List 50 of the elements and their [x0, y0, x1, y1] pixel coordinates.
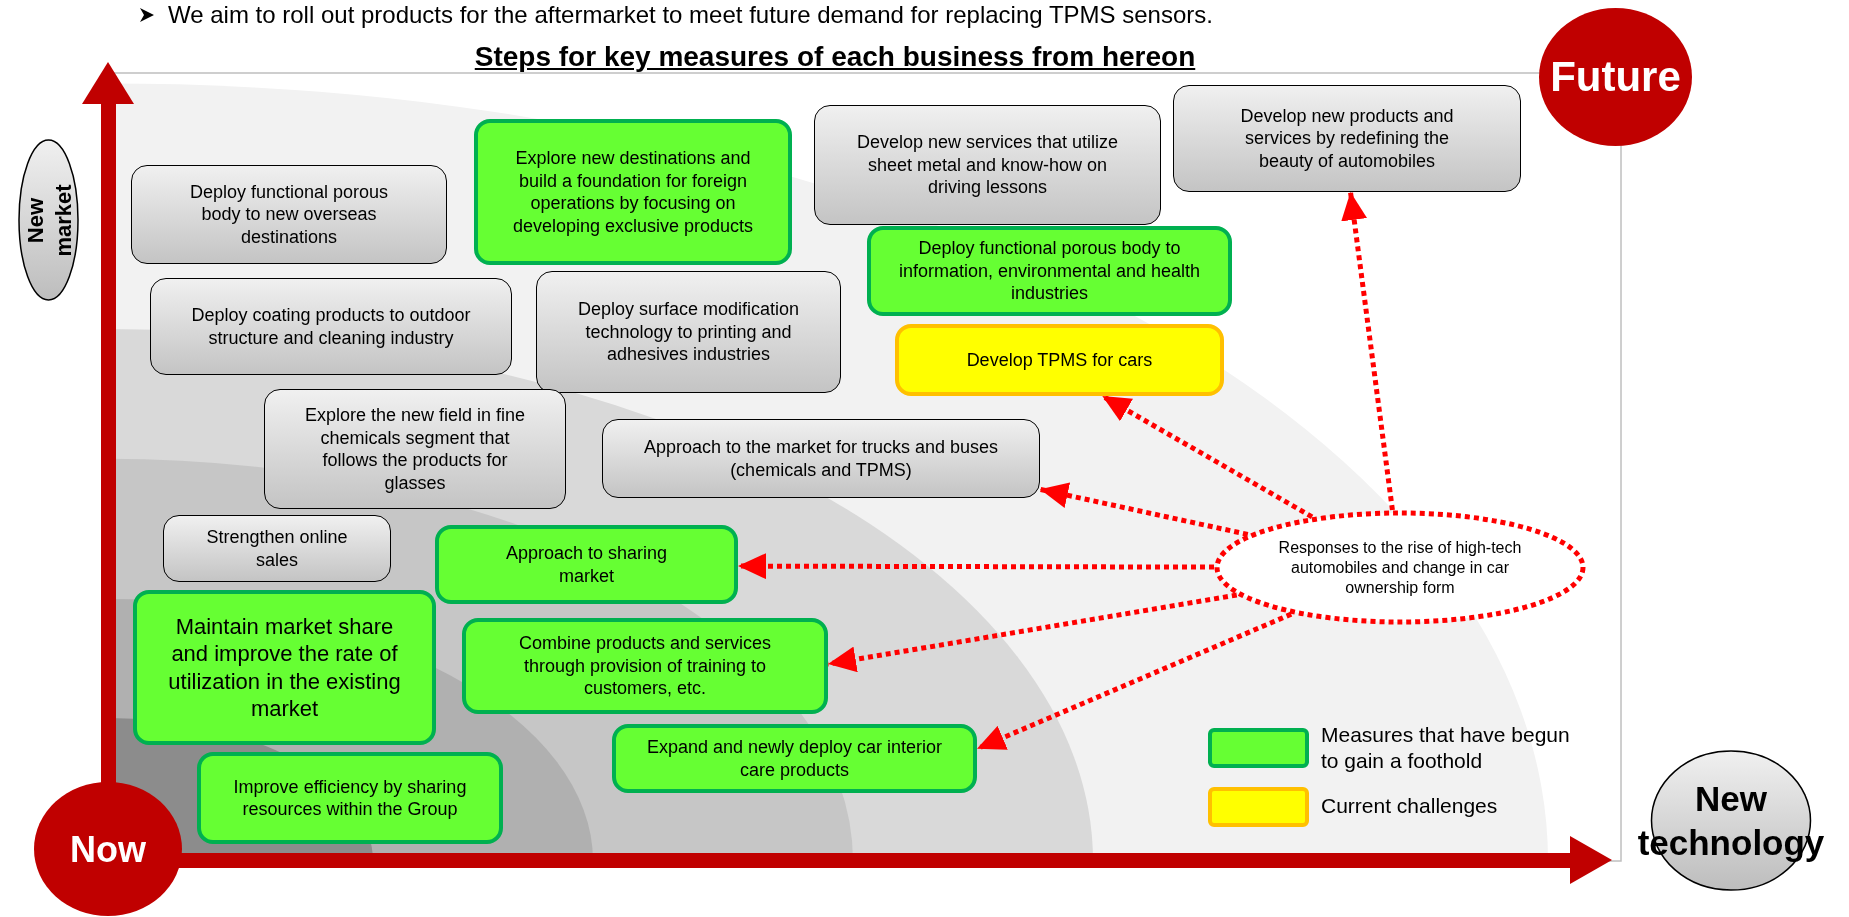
- dotted-arrow: [1341, 191, 1395, 511]
- node-text: Strengthen online sales: [205, 526, 349, 571]
- node-text: Now: [70, 827, 146, 872]
- measure-box: [602, 419, 1040, 498]
- node-text: Deploy coating products to outdoor structure and cleaning industry: [190, 304, 472, 349]
- measure-box: [150, 278, 512, 375]
- node-text: Expand and newly deploy car interior care products: [645, 736, 944, 781]
- node-text: New market: [21, 182, 76, 259]
- node-text: Develop TPMS for cars: [966, 348, 1153, 372]
- dotted-arrow: [1039, 482, 1249, 537]
- measure-box: [895, 324, 1224, 396]
- node-text: Develop new products and services by redefining the beauty of automobiles: [1239, 104, 1455, 173]
- measure-box: [814, 105, 1161, 225]
- measure-box: [867, 226, 1232, 316]
- node-text: Maintain market share and improve the rate of utilization in the existing market: [167, 612, 402, 723]
- node-text: Deploy surface modification technology to printing and adhesives industries: [576, 298, 801, 366]
- node-text: Approach to sharing market: [504, 542, 669, 587]
- dotted-ellipse: [1214, 510, 1586, 625]
- measure-box: [474, 119, 792, 265]
- node-text: Approach to the market for trucks and buses (chemicals and TPMS): [642, 436, 1000, 481]
- title: Steps for key measures of each business from hereon: [474, 40, 1196, 74]
- circle-badge: [1538, 7, 1693, 147]
- measure-box: [462, 618, 828, 714]
- measure-box: [197, 752, 503, 844]
- measure-box: [131, 165, 447, 264]
- note-text: We aim to roll out products for the aftermarket to meet future demand for replacing TPMS sensors.: [168, 0, 1213, 30]
- legend-text: Measures that have begun to gain a foothold: [1321, 722, 1571, 775]
- node-text: Improve efficiency by sharing resources within the Group: [232, 775, 468, 821]
- measure-box: [1173, 85, 1521, 192]
- node-text: Deploy functional porous body to information, environmental and health industries: [897, 237, 1202, 305]
- node-text: Combine products and services through provision of training to customers, etc.: [517, 632, 773, 700]
- dotted-arrow: [976, 611, 1293, 752]
- measure-box: [133, 590, 436, 745]
- measure-box: [264, 389, 566, 509]
- node-text: Explore new destinations and build a foundation for foreign operations by focusing on developing exclusive products: [512, 147, 754, 237]
- legend-text: Current challenges: [1321, 793, 1499, 820]
- node-text: Develop new services that utilize sheet metal and know-how on driving lessons: [855, 131, 1120, 199]
- measure-box: [612, 724, 977, 793]
- dotted-arrow: [1101, 393, 1314, 519]
- node-text: Future: [1550, 51, 1681, 102]
- measure-box: [435, 525, 738, 604]
- dotted-arrow: [738, 553, 1214, 580]
- dotted-arrow: [827, 592, 1238, 673]
- node-text: Responses to the rise of high-tech automobiles and change in car ownership form: [1277, 537, 1523, 598]
- measure-box: [163, 515, 391, 582]
- measure-box: [536, 271, 841, 393]
- circle-badge: [33, 781, 183, 917]
- node-text: Deploy functional porous body to new overseas destinations: [188, 180, 390, 249]
- axis-ellipse: [18, 139, 79, 301]
- node-text: Explore the new field in fine chemicals segment that follows the products for glasses: [303, 404, 527, 494]
